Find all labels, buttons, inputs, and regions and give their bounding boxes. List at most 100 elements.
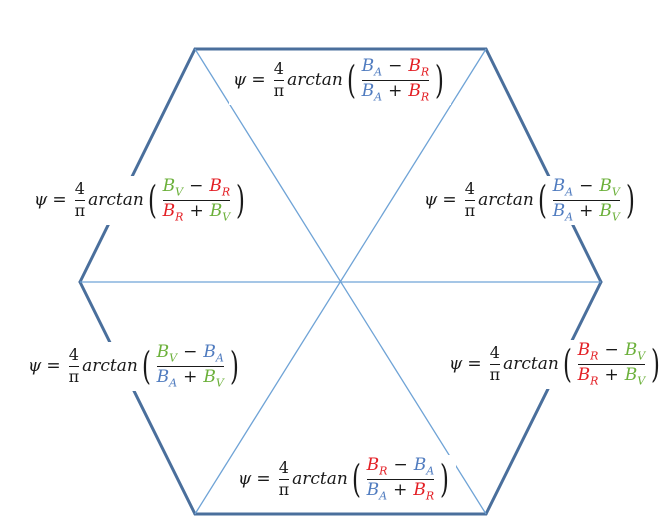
plus-sign: + xyxy=(189,200,204,221)
variable-subscript: V xyxy=(611,210,620,224)
variable-subscript: V xyxy=(637,349,646,363)
equals-sign: = xyxy=(46,356,61,377)
variable-B-A: BA xyxy=(552,200,574,224)
fraction-bar xyxy=(156,365,224,367)
variable-letter: B xyxy=(361,80,375,101)
variable-subscript: R xyxy=(420,65,430,79)
fraction-bar xyxy=(278,478,290,480)
arctan-function: arctan xyxy=(503,354,559,375)
ratio-denominator: BA+BR xyxy=(366,479,435,503)
variable-B-A: BA xyxy=(361,80,382,103)
minus-sign: − xyxy=(579,176,594,196)
variable-letter: B xyxy=(413,479,426,500)
minus-sign: − xyxy=(393,455,408,475)
variable-B-R: BR xyxy=(209,176,231,199)
variable-B-A: BA xyxy=(361,56,382,78)
fraction-bar xyxy=(162,199,231,201)
right-paren: ) xyxy=(236,178,246,223)
constant-numerator: 4 xyxy=(464,179,475,199)
psi-symbol: ψ xyxy=(424,190,438,211)
variable-B-R: BR xyxy=(413,479,435,503)
fraction-bar xyxy=(74,199,86,201)
psi-symbol: ψ xyxy=(34,190,48,211)
arctan-function: arctan xyxy=(82,356,138,377)
equals-sign: = xyxy=(251,70,266,91)
fraction-bar xyxy=(361,79,430,81)
variable-letter: B xyxy=(203,366,216,387)
fraction-bar xyxy=(464,199,476,201)
hexagon-edge-top-left xyxy=(78,47,197,284)
constant-numerator: 4 xyxy=(68,345,79,365)
variable-subscript: R xyxy=(221,185,231,199)
variable-letter: B xyxy=(366,479,380,500)
fraction-bar xyxy=(577,363,646,365)
variable-letter: B xyxy=(624,364,638,385)
fraction-bar xyxy=(489,363,501,365)
variable-subscript: A xyxy=(379,489,388,503)
variable-subscript: R xyxy=(590,349,599,363)
variable-letter: B xyxy=(361,56,375,76)
variable-B-V: BV xyxy=(599,201,620,224)
ratio-denominator: BA+BR xyxy=(361,80,430,103)
variable-subscript: V xyxy=(222,210,231,224)
hexagon-outline xyxy=(78,47,603,516)
minus-sign: − xyxy=(604,340,619,360)
variable-subscript: V xyxy=(611,185,620,199)
right-paren: ) xyxy=(651,342,661,387)
variable-subscript: V xyxy=(169,351,178,365)
variable-B-V: BV xyxy=(624,364,645,387)
plus-sign: + xyxy=(393,479,408,500)
right-paren: ) xyxy=(625,178,635,223)
variable-letter: B xyxy=(203,342,216,362)
variable-subscript: R xyxy=(425,489,435,503)
plus-sign: + xyxy=(183,366,198,387)
variable-letter: B xyxy=(156,342,170,362)
arctan-function: arctan xyxy=(88,190,144,211)
constant-denominator: π xyxy=(489,364,501,384)
variable-B-V: BV xyxy=(209,200,231,224)
fraction-bar xyxy=(366,478,435,480)
variable-B-V: BV xyxy=(203,366,224,390)
variable-letter: B xyxy=(209,200,223,221)
ratio-numerator: BV−BR xyxy=(162,176,231,199)
ratio-denominator: BR+BV xyxy=(578,364,646,387)
fraction-bar xyxy=(273,79,285,81)
variable-letter: B xyxy=(408,56,421,76)
variable-B-V: BV xyxy=(162,176,184,199)
variable-subscript: A xyxy=(565,210,574,224)
variable-B-R: BR xyxy=(578,365,599,387)
minus-sign: − xyxy=(183,342,198,362)
ratio-denominator: BA+BV xyxy=(157,366,224,390)
ratio-numerator: BA−BR xyxy=(361,56,430,79)
variable-B-R: BR xyxy=(408,56,430,79)
variable-letter: B xyxy=(552,200,566,221)
variable-letter: B xyxy=(209,176,222,196)
right-paren: ) xyxy=(440,457,450,502)
arctan-function: arctan xyxy=(287,70,343,91)
variable-letter: B xyxy=(624,340,638,360)
hexagon-edge-bottom-right xyxy=(484,280,603,516)
arctan-function: arctan xyxy=(478,190,534,211)
variable-subscript: V xyxy=(175,185,184,199)
variable-letter: B xyxy=(162,176,176,196)
equals-sign: = xyxy=(467,354,482,375)
arctan-function: arctan xyxy=(292,469,348,490)
ratio-numerator: BA−BV xyxy=(553,176,620,199)
left-paren: ( xyxy=(562,342,572,387)
constant-denominator: π xyxy=(68,366,80,386)
minus-sign: − xyxy=(388,56,403,76)
variable-B-A: BA xyxy=(203,342,223,364)
right-paren: ) xyxy=(435,58,445,103)
variable-subscript: V xyxy=(215,376,224,390)
